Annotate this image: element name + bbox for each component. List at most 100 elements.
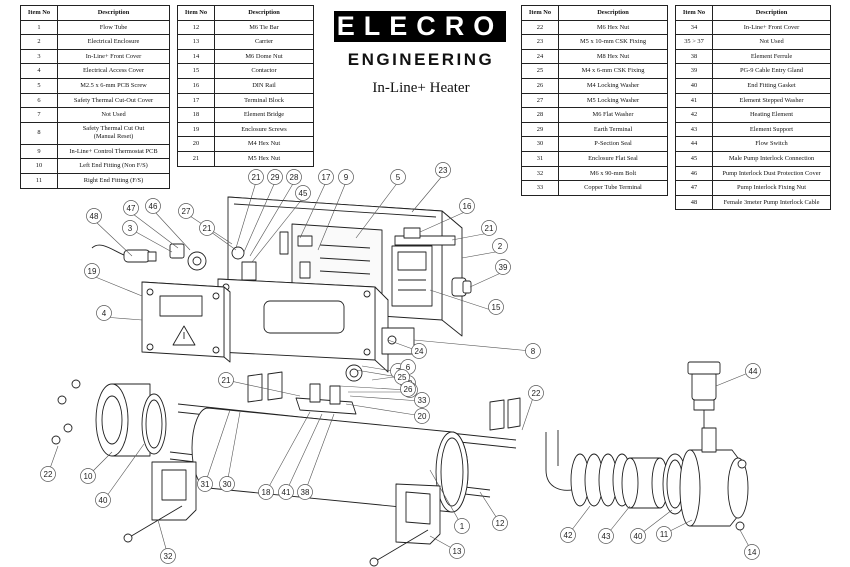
callout-22: 22 (40, 466, 56, 482)
callout-label: 27 (182, 207, 191, 216)
callout-label: 10 (84, 472, 93, 481)
callout-41: 41 (278, 484, 294, 500)
callout-3: 3 (122, 220, 138, 236)
callouts: 48 47 46 3 21 27 21 29 28 45 17 9 5 23 1… (40, 162, 761, 564)
callout-label: 23 (439, 166, 448, 175)
callout-23: 23 (435, 162, 451, 178)
callout-label: 28 (290, 173, 299, 182)
callout-21: 21 (199, 220, 215, 236)
callout-label: 47 (127, 204, 136, 213)
callout-44: 44 (745, 363, 761, 379)
callout-22: 22 (528, 385, 544, 401)
callout-label: 1 (460, 522, 465, 531)
heating-element (545, 430, 632, 507)
callout-40: 40 (630, 528, 646, 544)
callout-5: 5 (390, 169, 406, 185)
flow-switch (687, 361, 721, 428)
callout-label: 13 (453, 547, 462, 556)
callout-46: 46 (145, 198, 161, 214)
carrier-bottom-right (369, 483, 441, 567)
callout-label: 2 (498, 242, 503, 251)
callout-label: 43 (602, 532, 611, 541)
callout-label: 22 (44, 470, 53, 479)
callout-27: 27 (178, 203, 194, 219)
contactor (391, 245, 433, 307)
element-bridge (295, 383, 357, 415)
callout-label: 26 (404, 385, 413, 394)
din-rail (279, 227, 456, 255)
item-desc: M5 Hex Nut (214, 150, 314, 167)
callout-label: 20 (418, 412, 427, 421)
callout-28: 28 (286, 169, 302, 185)
callout-label: 45 (299, 189, 308, 198)
callout-label: 24 (415, 347, 424, 356)
callout-label: 16 (463, 202, 472, 211)
callout-label: 29 (271, 173, 280, 182)
item-desc: Safety Thermal Cut Out(Manual Reset) (57, 121, 170, 145)
electrical-access-cover (141, 281, 231, 363)
carrier-left (247, 371, 283, 403)
callout-label: 14 (748, 548, 757, 557)
callout-label: 22 (532, 389, 541, 398)
carrier-bottom-left (123, 461, 197, 543)
callout-label: 32 (164, 552, 173, 561)
item-no: 8 (20, 121, 58, 145)
callout-47: 47 (123, 200, 139, 216)
callout-4: 4 (96, 305, 112, 321)
right-end-fitting (679, 427, 749, 527)
safety-thermal-cut-out (345, 327, 415, 382)
callout-label: 42 (564, 531, 573, 540)
callout-label: 38 (301, 488, 310, 497)
front-cover (217, 278, 389, 373)
callout-12: 12 (492, 515, 508, 531)
callout-label: 44 (749, 367, 758, 376)
hex-nuts-left (51, 379, 81, 445)
item-desc: Right End Fitting (F/S) (57, 172, 170, 189)
callout-18: 18 (258, 484, 274, 500)
callout-24: 24 (411, 343, 427, 359)
callout-45: 45 (295, 185, 311, 201)
callout-label: 30 (223, 480, 232, 489)
callout-40: 40 (95, 492, 111, 508)
callout-label: 19 (88, 267, 97, 276)
callout-17: 17 (318, 169, 334, 185)
callout-label: 18 (262, 488, 271, 497)
callout-10: 10 (80, 468, 96, 484)
callout-label: 21 (203, 224, 212, 233)
callout-29: 29 (267, 169, 283, 185)
callout-label: 12 (496, 519, 505, 528)
callout-48: 48 (86, 208, 102, 224)
callout-32: 32 (160, 548, 176, 564)
pump-interlock-cable (91, 243, 257, 281)
left-end-fitting (95, 383, 167, 457)
callout-label: 41 (282, 488, 291, 497)
callout-label: 15 (492, 303, 501, 312)
callout-1: 1 (454, 518, 470, 534)
callout-13: 13 (449, 543, 465, 559)
callout-label: 8 (531, 347, 536, 356)
callout-30: 30 (219, 476, 235, 492)
callout-26: 26 (400, 381, 416, 397)
brand-name: ELECRO (334, 11, 506, 42)
callout-label: 11 (660, 530, 669, 539)
callout-label: 31 (201, 480, 210, 489)
callout-19: 19 (84, 263, 100, 279)
callout-21: 21 (248, 169, 264, 185)
callout-8: 8 (525, 343, 541, 359)
